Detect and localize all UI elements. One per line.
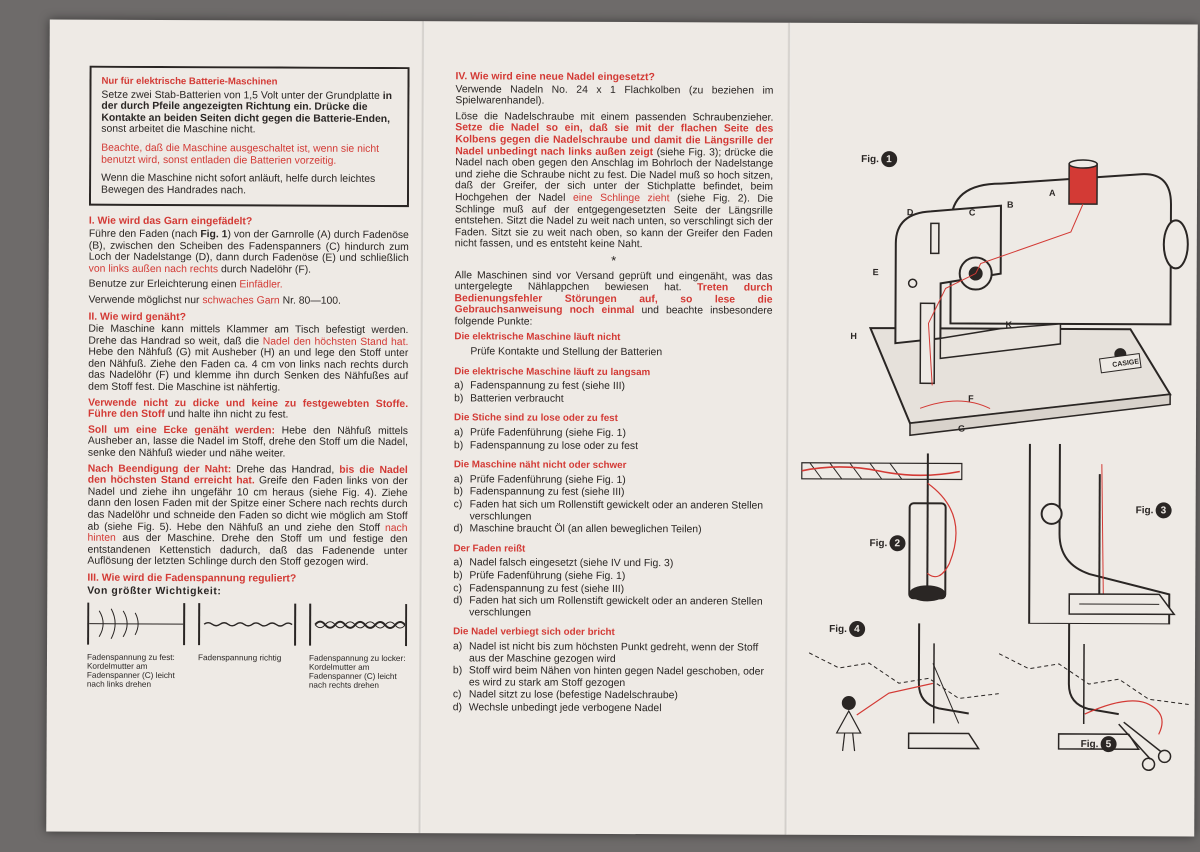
trouble-item: a)Prüfe Fadenführung (siehe Fig. 1)	[453, 474, 626, 486]
battery-warning: Beachte, daß die Maschine ausgeschaltet …	[101, 142, 380, 167]
trouble-item: b)Prüfe Fadenführung (siehe Fig. 1)	[453, 570, 626, 582]
trouble-group: Die Nadel verbiegt sich oder bricht a)Na…	[453, 627, 771, 716]
trouble-title: Die Nadel verbiegt sich oder bricht	[453, 626, 615, 639]
tension-too-loose: Fadenspannung zu locker: Kordelmutter am…	[308, 603, 408, 691]
trouble-item: a)Fadenspannung zu fest (siehe III)	[454, 380, 626, 393]
trouble-group: Die elektrische Maschine läuft zu langsa…	[454, 366, 772, 406]
section-4-checked: Alle Maschinen sind vor Versand geprüft …	[454, 269, 773, 328]
tension-diagrams: Fadenspannung zu fest: Kordelmutter am F…	[86, 602, 408, 691]
section-1-text: Führe den Faden (nach Fig. 1) von der Ga…	[88, 228, 409, 276]
trouble-title: Die elektrische Maschine läuft nicht	[454, 331, 621, 344]
section-2-fabric: Verwende nicht zu dicke und keine zu fes…	[88, 397, 409, 421]
battery-notice-box: Nur für elektrische Batterie-Maschinen S…	[88, 65, 410, 208]
section-4-needle-type: Verwende Nadeln No. 24 x 1 Flachkolben (…	[455, 83, 774, 107]
figure-5: Fig.5	[801, 123, 1191, 772]
part-label-d: D	[906, 207, 914, 218]
battery-notice-title: Nur für elektrische Batterie-Maschinen	[101, 75, 278, 88]
section-2-finish: Nach Beendigung der Naht: Drehe das Hand…	[87, 463, 408, 569]
trouble-item: b)Batterien verbraucht	[454, 393, 564, 405]
trouble-item: a)Nadel falsch eingesetzt (siehe IV und …	[453, 557, 674, 570]
stitch-correct-diagram	[198, 603, 297, 646]
trouble-item: c)Nadel sitzt zu lose (befestige Nadelsc…	[452, 689, 678, 702]
stitch-tight-diagram	[87, 602, 186, 646]
trouble-item: b)Fadenspannung zu fest (siehe III)	[453, 486, 625, 499]
stitch-loose-diagram	[309, 603, 408, 647]
column-left: Nur für elektrische Batterie-Maschinen S…	[86, 65, 410, 691]
figure-1: Fig.1 A B	[801, 123, 1191, 437]
trouble-item: b)Fadenspannung zu lose oder zu fest	[453, 439, 639, 452]
thread-pull-drawing	[808, 623, 999, 752]
trouble-title: Die elektrische Maschine läuft zu langsa…	[454, 365, 651, 378]
part-label-e: E	[872, 267, 879, 278]
trouble-item: Prüfe Kontakte und Stellung der Batterie…	[470, 346, 663, 359]
figure-3-label: Fig.3	[1136, 502, 1172, 519]
figures-panel: Fig.1 A B	[798, 123, 1191, 815]
section-1-title: I. Wie wird das Garn eingefädelt?	[88, 216, 253, 228]
section-2-corner: Soll um eine Ecke genäht werden: Hebe de…	[87, 424, 409, 460]
fold-line	[418, 21, 425, 834]
figure-4: Fig.4	[801, 123, 1191, 752]
trouble-item: d)Maschine braucht Öl (an allen beweglic…	[453, 523, 702, 536]
section-3-subtitle: Von größter Wichtigkeit:	[87, 585, 222, 597]
trouble-item: a)Prüfe Fadenführung (siehe Fig. 1)	[453, 427, 626, 440]
part-label-h: H	[850, 330, 857, 342]
trouble-item: c)Faden hat sich um Rollenstift gewickel…	[453, 499, 764, 523]
trouble-title: Der Faden reißt	[453, 543, 526, 555]
part-label-k: K	[1005, 319, 1012, 330]
thread-cut-drawing	[998, 623, 1189, 772]
tension-correct: Fadenspannung richtig	[197, 603, 297, 689]
separator-star: *	[611, 252, 617, 268]
trouble-item: c)Fadenspannung zu fest (siehe III)	[453, 582, 625, 595]
trouble-item: d)Faden hat sich um Rollenstift gewickel…	[453, 595, 763, 619]
figure-5-label: Fig.5	[1081, 736, 1117, 753]
sewing-machine-drawing	[868, 159, 1189, 437]
trouble-item: b)Stoff wird beim Nähen von hinten gegen…	[452, 665, 764, 689]
battery-notice-text: Setze zwei Stab-Batterien von 1,5 Volt u…	[101, 89, 393, 136]
battery-hint: Wenn die Maschine nicht sofort anläuft, …	[101, 172, 376, 197]
tension-too-tight: Fadenspannung zu fest: Kordelmutter am F…	[86, 602, 186, 690]
trouble-group: Die elektrische Maschine läuft nicht Prü…	[454, 332, 772, 360]
section-2-text: Die Maschine kann mittels Klammer am Tis…	[88, 323, 409, 394]
trouble-group: Der Faden reißt a)Nadel falsch eingesetz…	[453, 543, 771, 620]
trouble-group: Die Maschine näht nicht oder schwer a)Pr…	[454, 459, 772, 536]
section-4-text: Löse die Nadelschraube mit einem passend…	[454, 111, 774, 251]
part-label-c: C	[968, 207, 976, 218]
part-label-g: G	[957, 423, 966, 434]
trouble-item: a)Nadel ist nicht bis zum höchsten Punkt…	[453, 641, 759, 665]
figure-2-label: Fig.2	[869, 535, 906, 552]
section-3-title: III. Wie wird die Fadenspannung regulier…	[87, 572, 297, 585]
troubleshooting-list: Die elektrische Maschine läuft nicht Prü…	[453, 332, 773, 715]
section-4-title: IV. Wie wird eine neue Nadel eingesetzt?	[455, 71, 655, 84]
tension-caption: Fadenspannung richtig	[197, 653, 282, 663]
instruction-sheet: Nur für elektrische Batterie-Maschinen S…	[46, 19, 1198, 837]
part-label-f: F	[968, 393, 974, 404]
tension-caption: Fadenspannung zu locker: Kordelmutter am…	[308, 653, 406, 691]
section-1-thread: Verwende möglichst nur schwaches Garn Nr…	[88, 294, 341, 307]
trouble-item: d)Wechsle unbedingt jede verbogene Nadel	[452, 702, 662, 715]
part-label-b: B	[1006, 199, 1014, 210]
needle-insert-drawing	[1028, 443, 1176, 625]
figure-2: Fig.2	[801, 123, 1191, 602]
section-1-tip: Benutze zur Erleichterung einen Einfädle…	[88, 278, 283, 291]
column-middle: IV. Wie wird eine neue Nadel eingesetzt?…	[453, 71, 774, 716]
figure-3: Fig.3	[801, 123, 1191, 625]
part-label-a: A	[1049, 187, 1056, 198]
trouble-group: Die Stiche sind zu lose oder zu fest a)P…	[454, 413, 772, 453]
tension-caption: Fadenspannung zu fest: Kordelmutter am F…	[86, 652, 175, 690]
needle-loop-drawing	[801, 453, 963, 602]
section-2-title: II. Wie wird genäht?	[88, 311, 186, 323]
trouble-title: Die Maschine näht nicht oder schwer	[453, 459, 627, 472]
fold-line	[784, 22, 791, 835]
trouble-title: Die Stiche sind zu lose oder zu fest	[454, 412, 618, 425]
